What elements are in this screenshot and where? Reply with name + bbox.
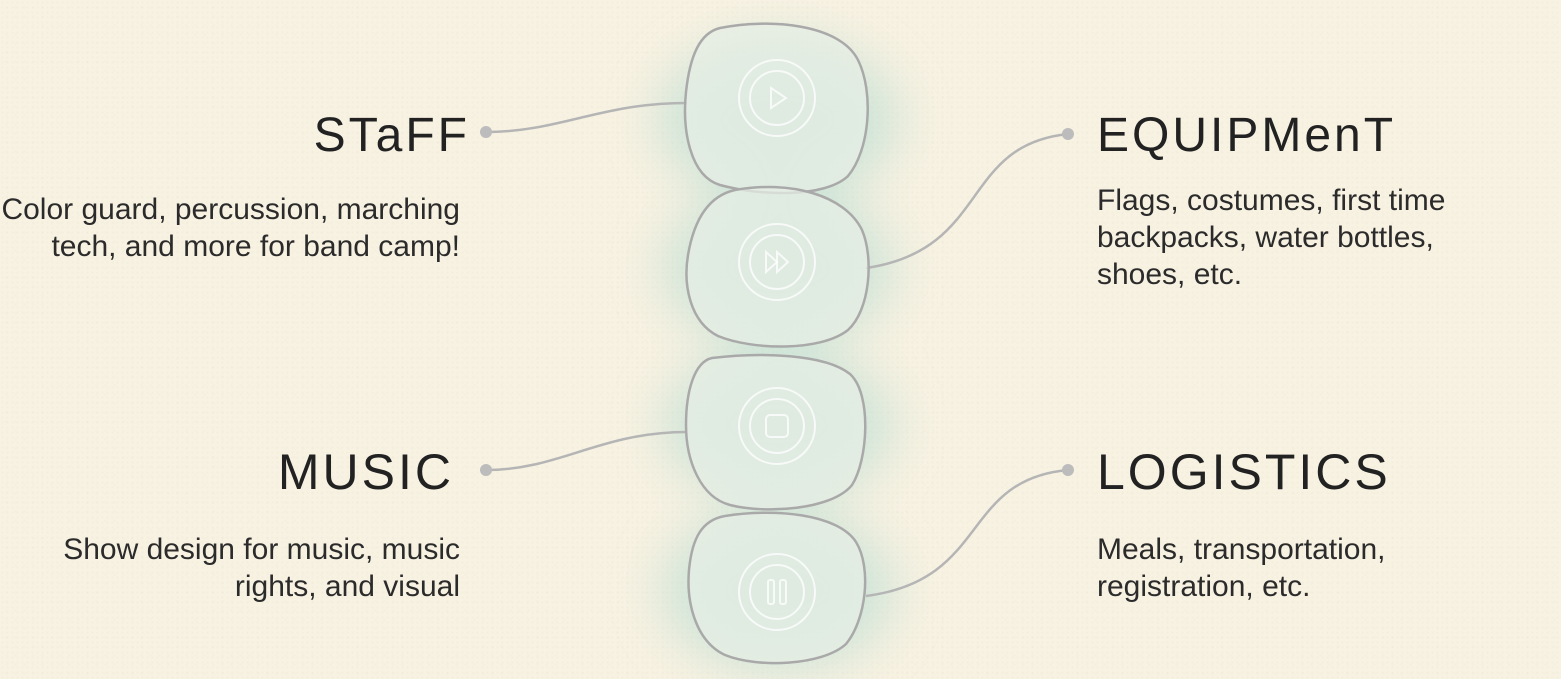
staff-title: STaFF bbox=[313, 109, 470, 162]
staff-description: Color guard, percussion, marching tech, … bbox=[1, 193, 460, 263]
play-icon bbox=[738, 59, 816, 137]
blob-equipment[interactable] bbox=[685, 185, 870, 348]
connector-logistics bbox=[865, 464, 1074, 598]
connector-equipment bbox=[865, 128, 1074, 270]
connector-music bbox=[480, 430, 688, 476]
logistics-description: Meals, transportation, registration, etc… bbox=[1097, 533, 1386, 603]
connector-staff bbox=[480, 101, 688, 138]
pause-icon bbox=[738, 553, 816, 631]
blob-music[interactable] bbox=[684, 353, 867, 511]
blob-logistics[interactable] bbox=[687, 511, 867, 665]
equipment-title: EQUIPMenT bbox=[1097, 109, 1397, 162]
music-title: MUSIC bbox=[277, 444, 454, 500]
music-description: Show design for music, music rights, and… bbox=[63, 533, 460, 603]
fast-forward-icon bbox=[738, 223, 816, 301]
logistics-title: LOGISTICS bbox=[1097, 444, 1391, 500]
stop-icon bbox=[738, 387, 816, 465]
blob-staff[interactable] bbox=[683, 22, 869, 195]
equipment-description: Flags, costumes, first time backpacks, w… bbox=[1097, 184, 1446, 291]
